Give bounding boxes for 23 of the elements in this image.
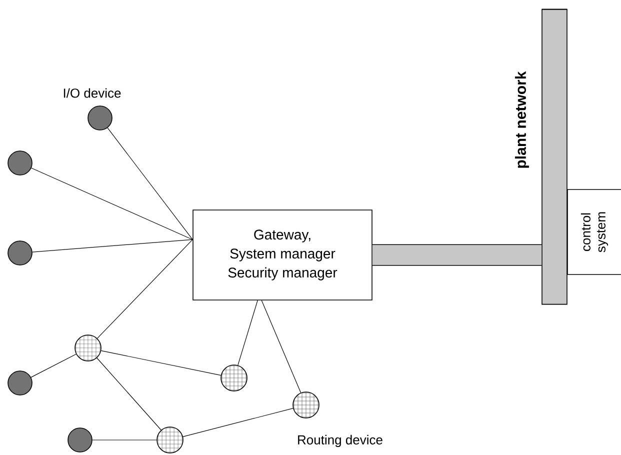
link-line <box>261 300 302 393</box>
link-line <box>31 168 193 240</box>
link-line <box>96 358 162 430</box>
device-label: I/O device <box>64 88 121 98</box>
link-line <box>30 354 76 378</box>
device-circle <box>8 150 32 176</box>
network-pipe-link <box>372 244 542 266</box>
device-circle <box>8 370 32 396</box>
device-label: Routing device <box>298 434 382 448</box>
device-circle <box>68 428 92 452</box>
link-line <box>107 128 193 240</box>
device-circle <box>8 240 32 266</box>
link-line <box>32 239 193 252</box>
link-line <box>97 239 193 339</box>
link-line <box>238 300 258 366</box>
link-line <box>182 408 294 437</box>
routing-device-circle <box>220 364 248 392</box>
link-line <box>100 350 222 376</box>
routing-device-circle <box>156 426 184 454</box>
network-label: plant network <box>514 71 529 168</box>
control-system-box: control system <box>567 189 621 275</box>
gateway-box: Gateway, System manager Security manager <box>192 210 372 300</box>
routing-device-circle <box>74 334 102 362</box>
